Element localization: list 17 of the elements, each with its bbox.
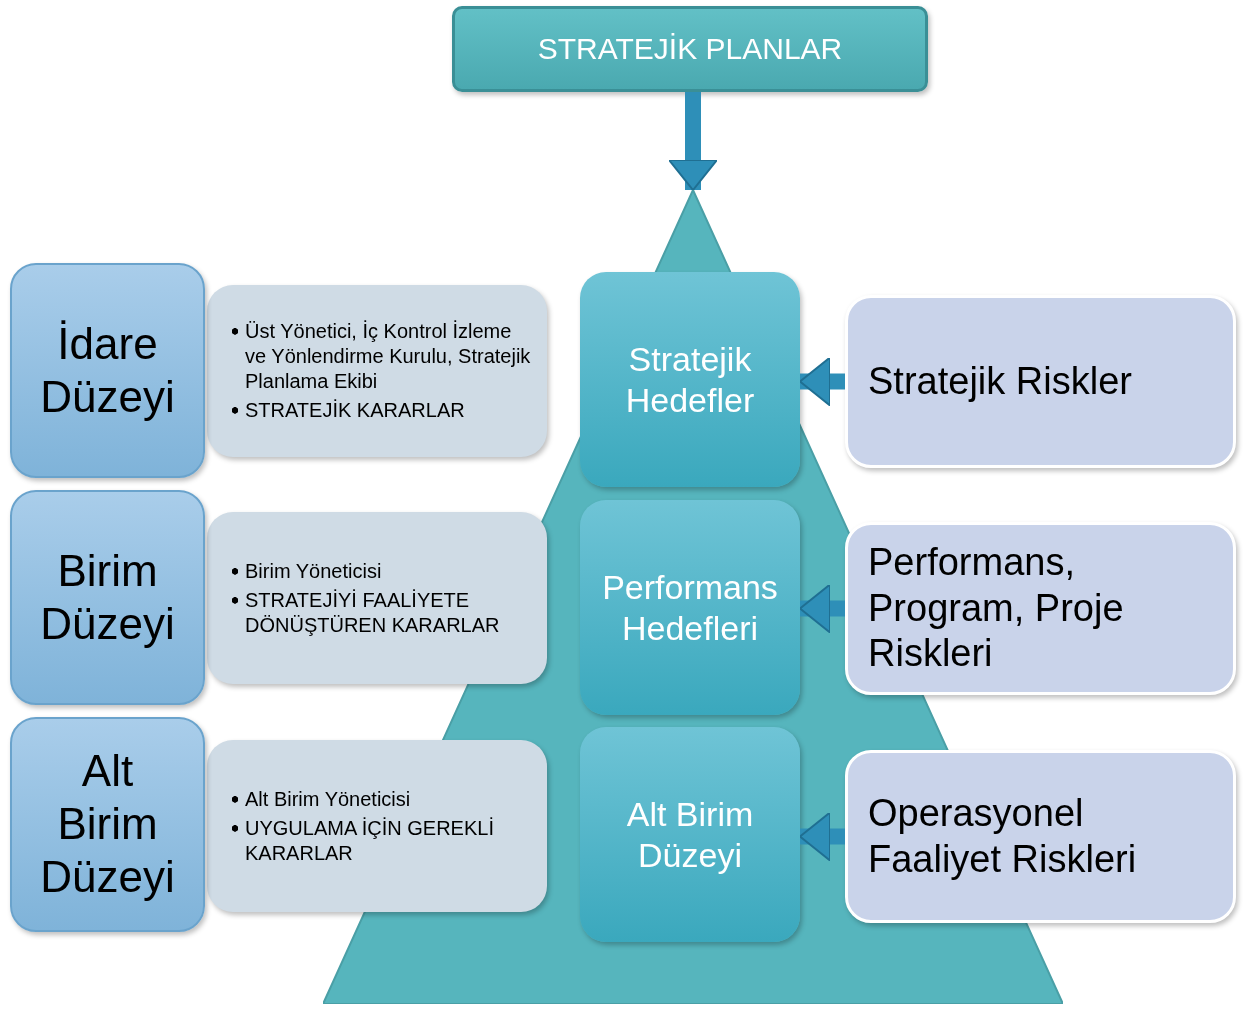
info-card — [207, 285, 547, 457]
info-card — [207, 512, 547, 684]
risk-box: Stratejik Riskler — [845, 295, 1236, 468]
block-arrow — [799, 356, 845, 407]
block-arrow — [668, 92, 718, 191]
level-box: Birim Düzeyi — [10, 490, 205, 705]
block-arrow — [799, 811, 845, 862]
info-card — [207, 740, 547, 912]
risk-box: Performans, Program, Proje Riskleri — [845, 522, 1236, 695]
level-box: Alt Birim Düzeyi — [10, 717, 205, 932]
goal-box: Performans Hedefleri — [580, 500, 800, 715]
block-arrow — [799, 583, 845, 634]
header-box: STRATEJİK PLANLAR — [452, 6, 928, 92]
goal-box: Alt Birim Düzeyi — [580, 727, 800, 942]
goal-box: Stratejik Hedefler — [580, 272, 800, 487]
level-box: İdare Düzeyi — [10, 263, 205, 478]
risk-box: Operasyonel Faaliyet Riskleri — [845, 750, 1236, 923]
